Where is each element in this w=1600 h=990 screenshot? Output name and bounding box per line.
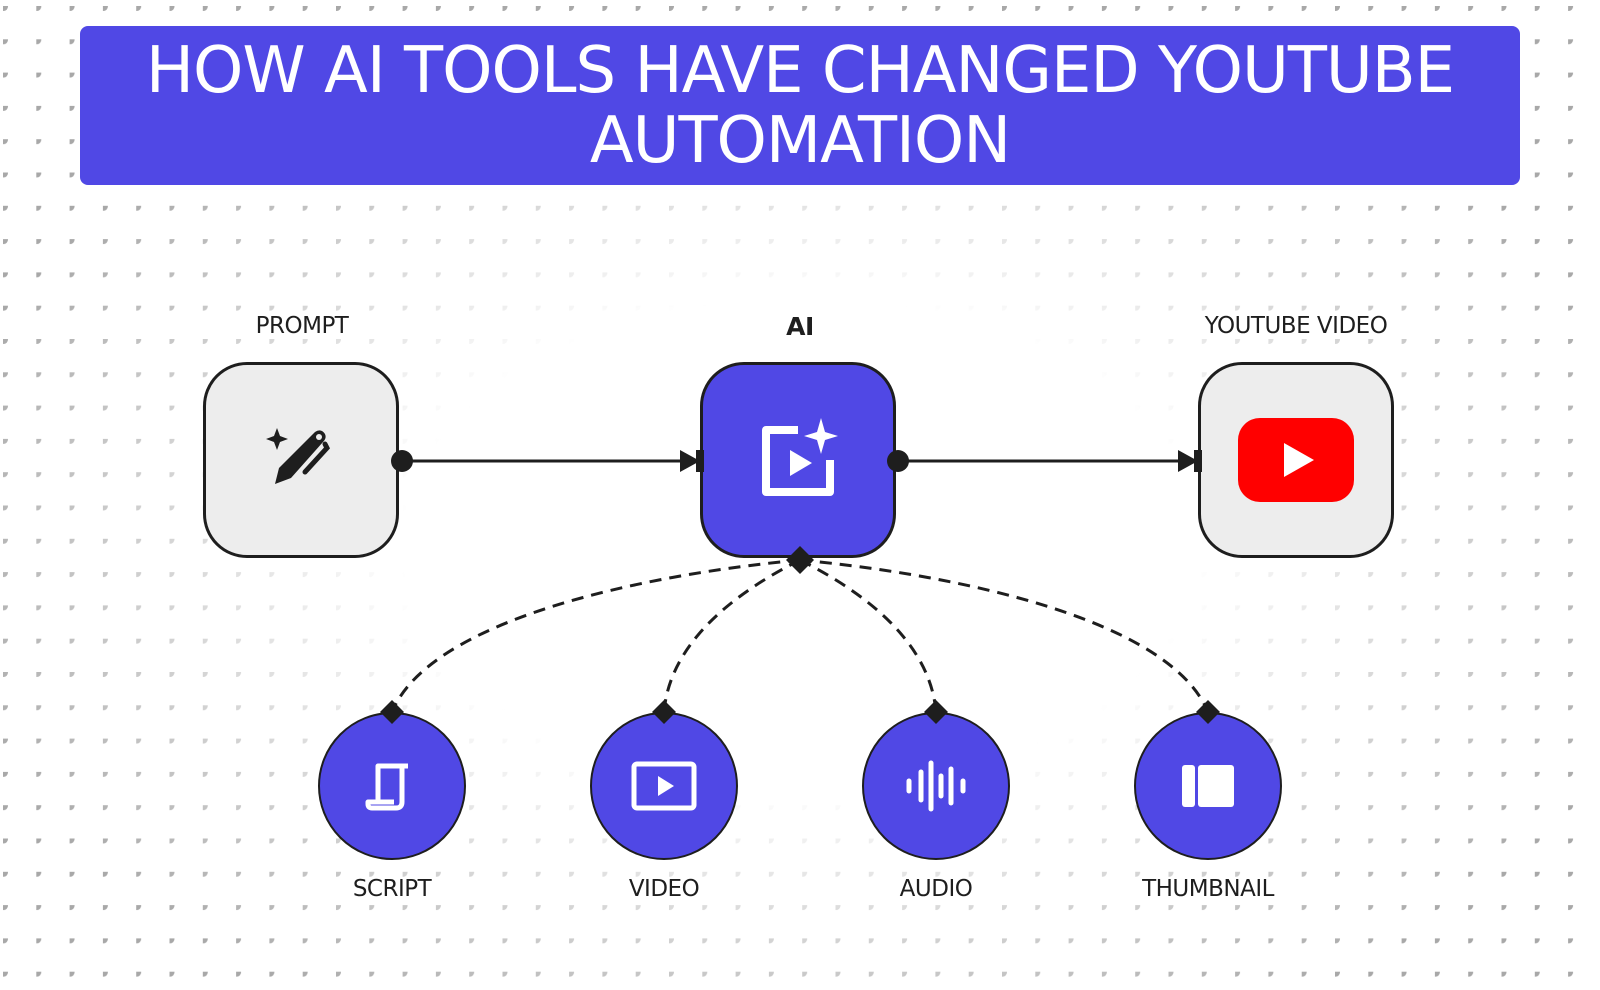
youtube-logo-icon <box>1238 418 1354 502</box>
thumbnail-output-node[interactable] <box>1134 712 1282 860</box>
video-play-icon <box>631 761 697 811</box>
audio-label: AUDIO <box>899 876 973 902</box>
thumbnail-label: THUMBNAIL <box>1142 876 1274 902</box>
youtube-video-label: YOUTUBE VIDEO <box>1204 313 1388 339</box>
dashed-edge-video <box>662 558 801 713</box>
ai-label: AI <box>786 312 814 341</box>
audio-output-node[interactable] <box>862 712 1010 860</box>
dashed-edge-thumbnail <box>799 558 1210 713</box>
dashed-edge-audio <box>799 558 938 713</box>
pen-sparkle-icon <box>266 428 331 484</box>
prompt-label: PROMPT <box>255 313 349 339</box>
title-banner: HOW AI TOOLS HAVE CHANGED YOUTUBE AUTOMA… <box>80 26 1520 185</box>
script-label: SCRIPT <box>352 876 432 902</box>
page-title: HOW AI TOOLS HAVE CHANGED YOUTUBE AUTOMA… <box>145 33 1455 178</box>
dashed-output-connectors <box>390 558 1210 713</box>
edge-prompt-to-ai <box>402 450 700 472</box>
ai-video-sparkle-icon <box>762 418 838 496</box>
edge-ai-to-youtube <box>898 450 1198 472</box>
script-scroll-icon <box>365 763 408 811</box>
prompt-node[interactable] <box>203 362 399 558</box>
dashed-edge-script <box>390 558 801 713</box>
video-output-node[interactable] <box>590 712 738 860</box>
script-output-node[interactable] <box>318 712 466 860</box>
ai-node[interactable] <box>700 362 896 558</box>
video-label: VIDEO <box>628 876 700 902</box>
thumbnail-layout-icon <box>1182 765 1234 807</box>
youtube-video-node[interactable] <box>1198 362 1394 558</box>
audio-waveform-icon <box>906 760 966 812</box>
